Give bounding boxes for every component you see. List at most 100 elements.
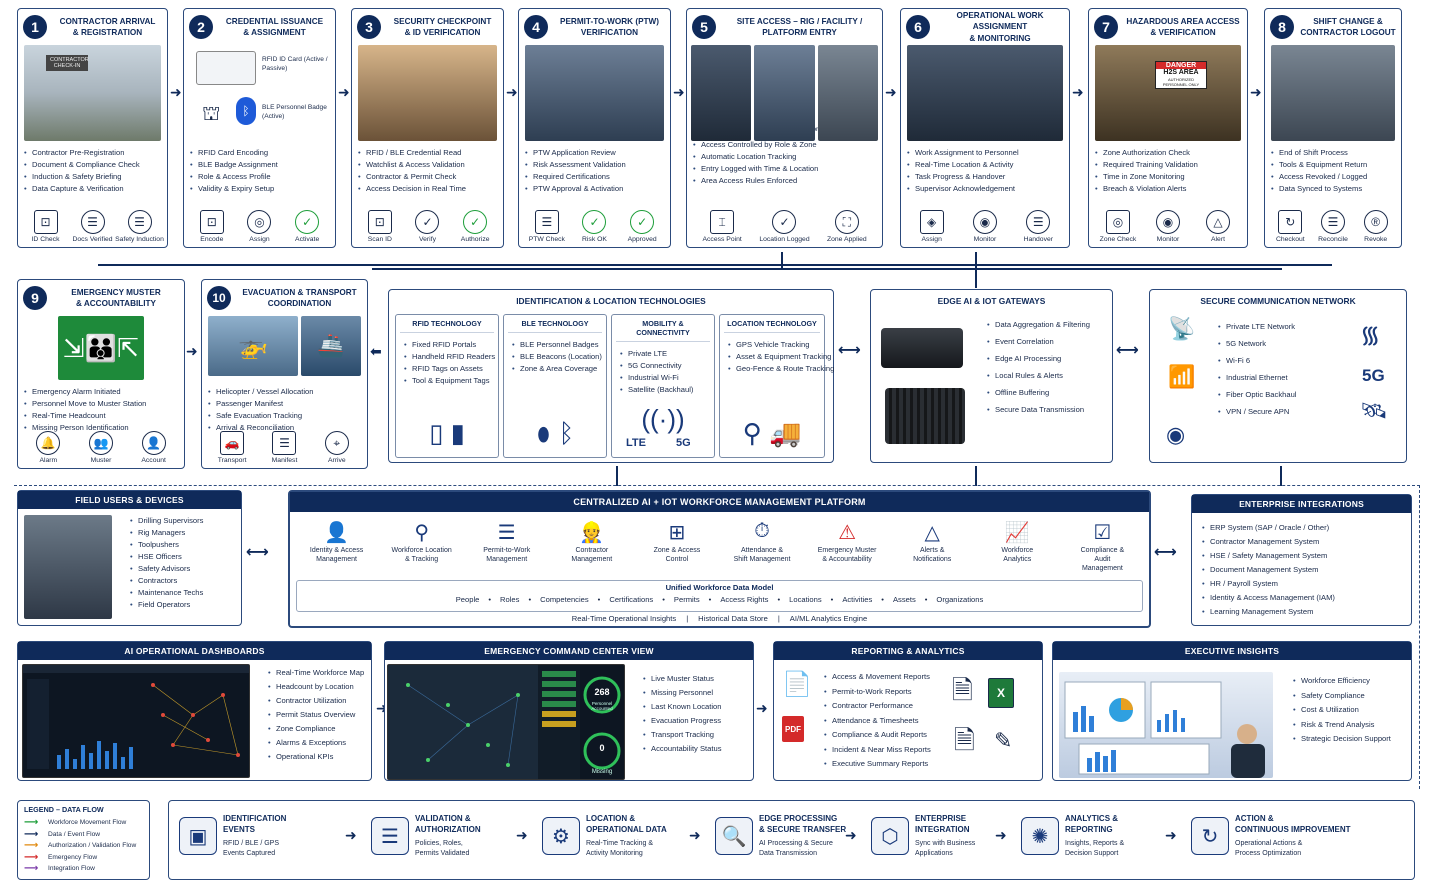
data-model-item: Assets: [892, 595, 916, 604]
edge-gateway-panel: EDGE AI & IOT GATEWAYS Data Aggregation …: [870, 289, 1113, 463]
list-item: Fiber Optic Backhaul: [1218, 386, 1297, 403]
revoke-icon[interactable]: ®Revoke: [1354, 210, 1397, 243]
bullet: RFID Card Encoding: [190, 147, 325, 159]
tech-column-title: BLE TECHNOLOGY: [508, 315, 602, 333]
list-item: Last Known Location: [643, 700, 721, 714]
connector: [975, 252, 977, 288]
data-model-item: People: [455, 595, 480, 604]
approved-icon[interactable]: ✓Approved: [619, 210, 665, 243]
risk-ok-icon[interactable]: ✓Risk OK: [571, 210, 617, 243]
stage-title: SECURITY CHECKPOINT& ID VERIFICATION: [393, 16, 492, 37]
platform-module-alerts[interactable]: △Alerts &Notifications: [913, 522, 952, 563]
alerts-icon: △: [924, 522, 940, 544]
ptw-check-icon[interactable]: ☰PTW Check: [524, 210, 570, 243]
platform-module-emergency-muster[interactable]: ⚠Emergency Muster& Accountability: [817, 522, 877, 563]
platform-module-location-tracking[interactable]: ⚲Workforce Location& Tracking: [391, 522, 452, 563]
data-model-item: Competencies: [540, 595, 589, 604]
monitor-icon[interactable]: ◉Monitor: [962, 210, 1008, 243]
pdf-icon: PDF: [782, 716, 804, 742]
list-item: Accountability Status: [643, 742, 722, 756]
monitor-icon[interactable]: ◉Monitor: [1145, 210, 1191, 243]
5g-label: 5G: [1362, 366, 1385, 385]
bullet: Passenger Manifest: [208, 398, 357, 410]
connector: [616, 466, 618, 486]
bluetooth-icon: ᛒ: [236, 97, 256, 125]
location-logged-icon[interactable]: ✓Location Logged: [759, 210, 810, 243]
muster-icon[interactable]: 👥Muster: [78, 431, 124, 464]
zone-applied-icon[interactable]: ⛶Zone Applied: [824, 210, 870, 243]
tower-icon: 📶: [1168, 364, 1196, 389]
bullet: Time in Zone Monitoring: [1095, 171, 1237, 183]
tech-item: Industrial Wi-Fi: [620, 372, 704, 384]
double-arrow-icon: ⟷: [1116, 342, 1139, 359]
encode-icon[interactable]: ⊡Encode: [189, 210, 235, 243]
arrow-icon: ➜: [345, 827, 357, 843]
activate-icon[interactable]: ✓Activate: [284, 210, 330, 243]
transport-icon[interactable]: 🚗Transport: [209, 431, 255, 464]
verify-icon[interactable]: ✓Verify: [404, 210, 450, 243]
enterprise-integrations-panel: ENTERPRISE INTEGRATIONS ERP System (SAP …: [1191, 494, 1412, 626]
docs-verified-icon[interactable]: ☰Docs Verified: [70, 210, 116, 243]
platform-module-attendance[interactable]: ⏱Attendance &Shift Management: [733, 520, 791, 563]
stage-title: CREDENTIAL ISSUANCE& ASSIGNMENT: [225, 16, 324, 37]
access-point-icon[interactable]: ⌶Access Point: [699, 210, 745, 243]
stage-number: 4: [524, 15, 548, 39]
legend-arrow-icon: ⟶: [24, 817, 39, 829]
assign-icon[interactable]: ◎Assign: [236, 210, 282, 243]
list-item: Zone Compliance: [268, 722, 364, 736]
list-item: Local Rules & Alerts: [987, 367, 1090, 384]
alarm-icon[interactable]: 🔔Alarm: [25, 431, 71, 464]
reconcile-icon[interactable]: ☰Reconcile: [1312, 210, 1355, 243]
handover-icon[interactable]: ☰Handover: [1015, 210, 1061, 243]
arrow-icon: ➜: [376, 700, 388, 716]
list-item: Risk & Trend Analysis: [1293, 718, 1391, 733]
list-item: Rig Managers: [130, 527, 203, 539]
bullet: Work Assignment to Personnel: [907, 147, 1059, 159]
arrive-icon[interactable]: ⌖Arrive: [314, 431, 360, 464]
zone-check-icon[interactable]: ◎Zone Check: [1095, 210, 1141, 243]
arrow-icon: ➜: [845, 827, 857, 843]
list-item: Identity & Access Management (IAM): [1202, 591, 1401, 605]
authorize-icon[interactable]: ✓Authorize: [452, 210, 498, 243]
stage-title: SHIFT CHANGE &CONTRACTOR LOGOUT: [1300, 16, 1396, 37]
identity-access-icon: 👤: [324, 522, 349, 544]
id-check-icon[interactable]: ⊡ID Check: [23, 210, 69, 243]
panel-title: EXECUTIVE INSIGHTS: [1053, 642, 1411, 660]
alert-icon[interactable]: △Alert: [1195, 210, 1241, 243]
tech-illustration-icon: ▯ ▮: [429, 418, 465, 448]
bullet: Data Capture & Verification: [24, 183, 157, 195]
bullet: Task Progress & Handover: [907, 171, 1059, 183]
bullet: Helicopter / Vessel Allocation: [208, 386, 357, 398]
list-item: Wi-Fi 6: [1218, 352, 1296, 369]
bullet: Zone Authorization Check: [1095, 147, 1237, 159]
legend-arrow-icon: ⟶: [24, 840, 39, 852]
arrow-icon: ➜: [689, 827, 701, 843]
assign-icon[interactable]: ◈Assign: [909, 210, 955, 243]
list-item: Cost & Utilization: [1293, 703, 1391, 718]
stage-photo: [907, 45, 1063, 141]
flow-step-3: ⚙ LOCATION &OPERATIONAL DATA Real-Time T…: [542, 813, 667, 859]
list-item: 5G Network: [1218, 335, 1296, 352]
tech-item: BLE Beacons (Location): [512, 351, 602, 363]
safety-induction-icon[interactable]: ☰Safety Induction: [115, 210, 164, 243]
accounted-label: Personnel Accounted: [591, 701, 613, 711]
bullet: Breach & Violation Alerts: [1095, 183, 1237, 195]
scan-id-icon[interactable]: ⊡Scan ID: [357, 210, 403, 243]
rfid-card-icon: [196, 51, 256, 85]
stage-photo: [1271, 45, 1395, 141]
tech-item: Fixed RFID Portals: [404, 339, 488, 351]
manifest-icon[interactable]: ☰Manifest: [261, 431, 307, 464]
account-icon[interactable]: 👤Account: [131, 431, 177, 464]
checkout-icon[interactable]: ↻Checkout: [1269, 210, 1312, 243]
list-item: Workforce Efficiency: [1293, 674, 1391, 689]
tech-illustration-icon: ⬮ ᛒ: [535, 418, 575, 448]
stage-number: 6: [906, 15, 930, 39]
data-model-item: Organizations: [936, 595, 984, 604]
